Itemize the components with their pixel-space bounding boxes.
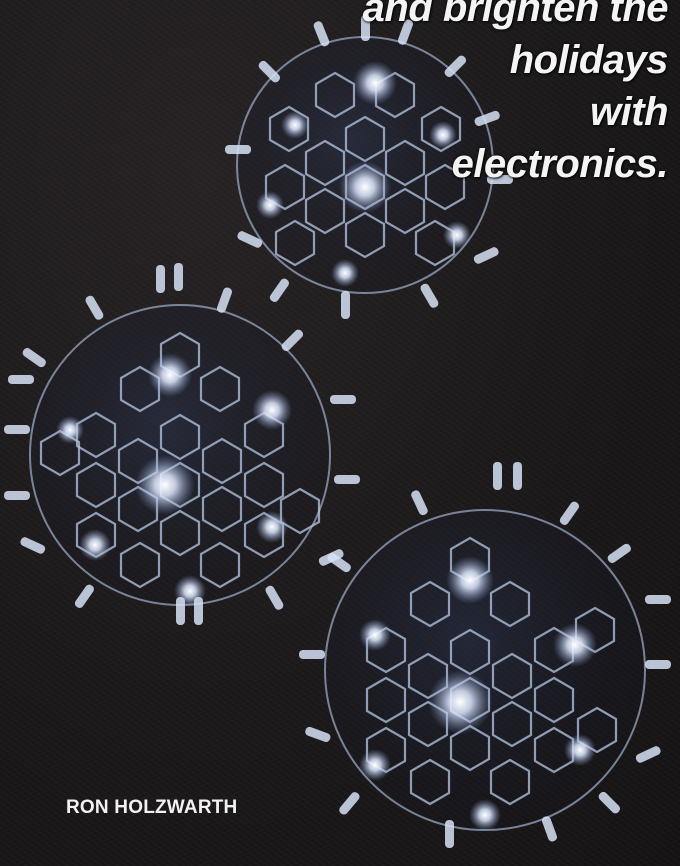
headline-line-4: electronics.	[451, 142, 669, 186]
ornament-bottom	[299, 462, 671, 848]
author-byline: RON HOLZWARTH	[66, 797, 238, 818]
headline-line-3: with	[590, 90, 668, 134]
headline-line-2: holidays	[509, 38, 669, 82]
ornament-left	[4, 263, 360, 625]
headline-line-1: and brighten the	[362, 0, 669, 30]
ornament-top	[225, 15, 513, 319]
headline: and brighten the holidays with electroni…	[338, 0, 669, 190]
